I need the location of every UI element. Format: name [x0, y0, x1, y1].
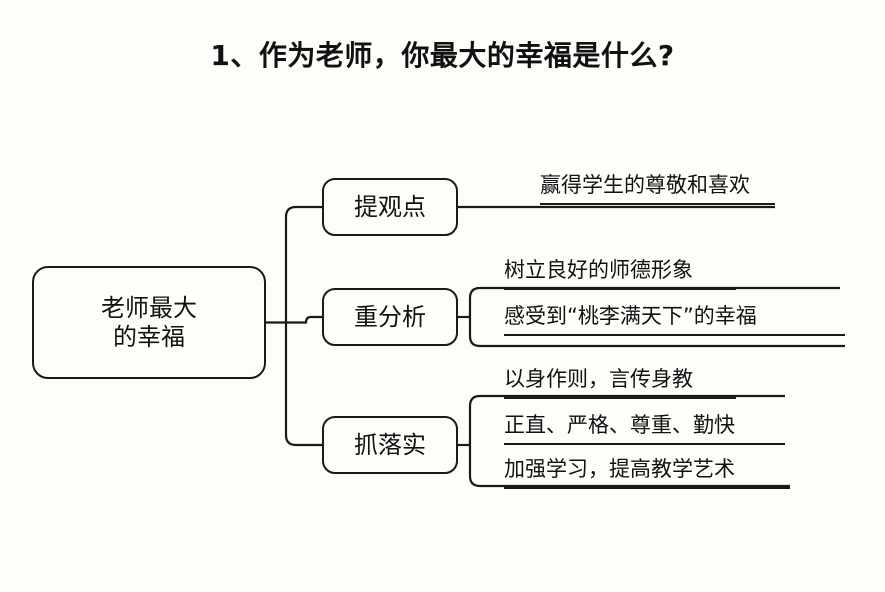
root-node-label-line1: 老师最大	[101, 294, 197, 323]
leaf-item-3-3[interactable]: 加强学习，提高教学艺术	[504, 456, 790, 490]
leaf-item-3-1-label: 以身作则，言传身教	[504, 367, 693, 391]
leaf-item-3-2[interactable]: 正直、严格、尊重、勤快	[504, 412, 785, 446]
leaf-item-3-3-label: 加强学习，提高教学艺术	[504, 457, 735, 481]
branch-node-2-label: 重分析	[354, 302, 426, 331]
trunk-to-branch-1	[284, 205, 322, 323]
leaf-item-2-2-label: 感受到“桃李满天下”的幸福	[504, 304, 757, 328]
leaf-item-3-2-label: 正直、严格、尊重、勤快	[504, 413, 735, 437]
trunk-to-branch-3	[284, 322, 322, 447]
leaf-item-3-1[interactable]: 以身作则，言传身教	[504, 366, 736, 400]
root-node-label-wrap: 老师最大 的幸福	[101, 294, 197, 351]
branch-node-3-label: 抓落实	[354, 430, 426, 459]
leaf-item-2-1[interactable]: 树立良好的师德形象	[504, 257, 736, 291]
leaf-item-2-2[interactable]: 感受到“桃李满天下”的幸福	[504, 303, 845, 337]
trunk-to-branch-2	[286, 315, 322, 324]
page-title: 1、作为老师，你最大的幸福是什么?	[210, 39, 675, 72]
leaf-item-2-1-label: 树立良好的师德形象	[504, 258, 693, 282]
branch-node-3[interactable]: 抓落实	[322, 416, 458, 474]
root-node-label-line2: 的幸福	[113, 322, 185, 351]
leaf-item-1-1-label: 赢得学生的尊敬和喜欢	[540, 173, 750, 197]
leaf-item-1-1[interactable]: 赢得学生的尊敬和喜欢	[540, 172, 775, 206]
branch-node-1[interactable]: 提观点	[322, 178, 458, 236]
branch-node-1-label: 提观点	[354, 192, 426, 221]
root-node[interactable]: 老师最大 的幸福	[32, 266, 266, 379]
branch-node-2[interactable]: 重分析	[322, 288, 458, 346]
